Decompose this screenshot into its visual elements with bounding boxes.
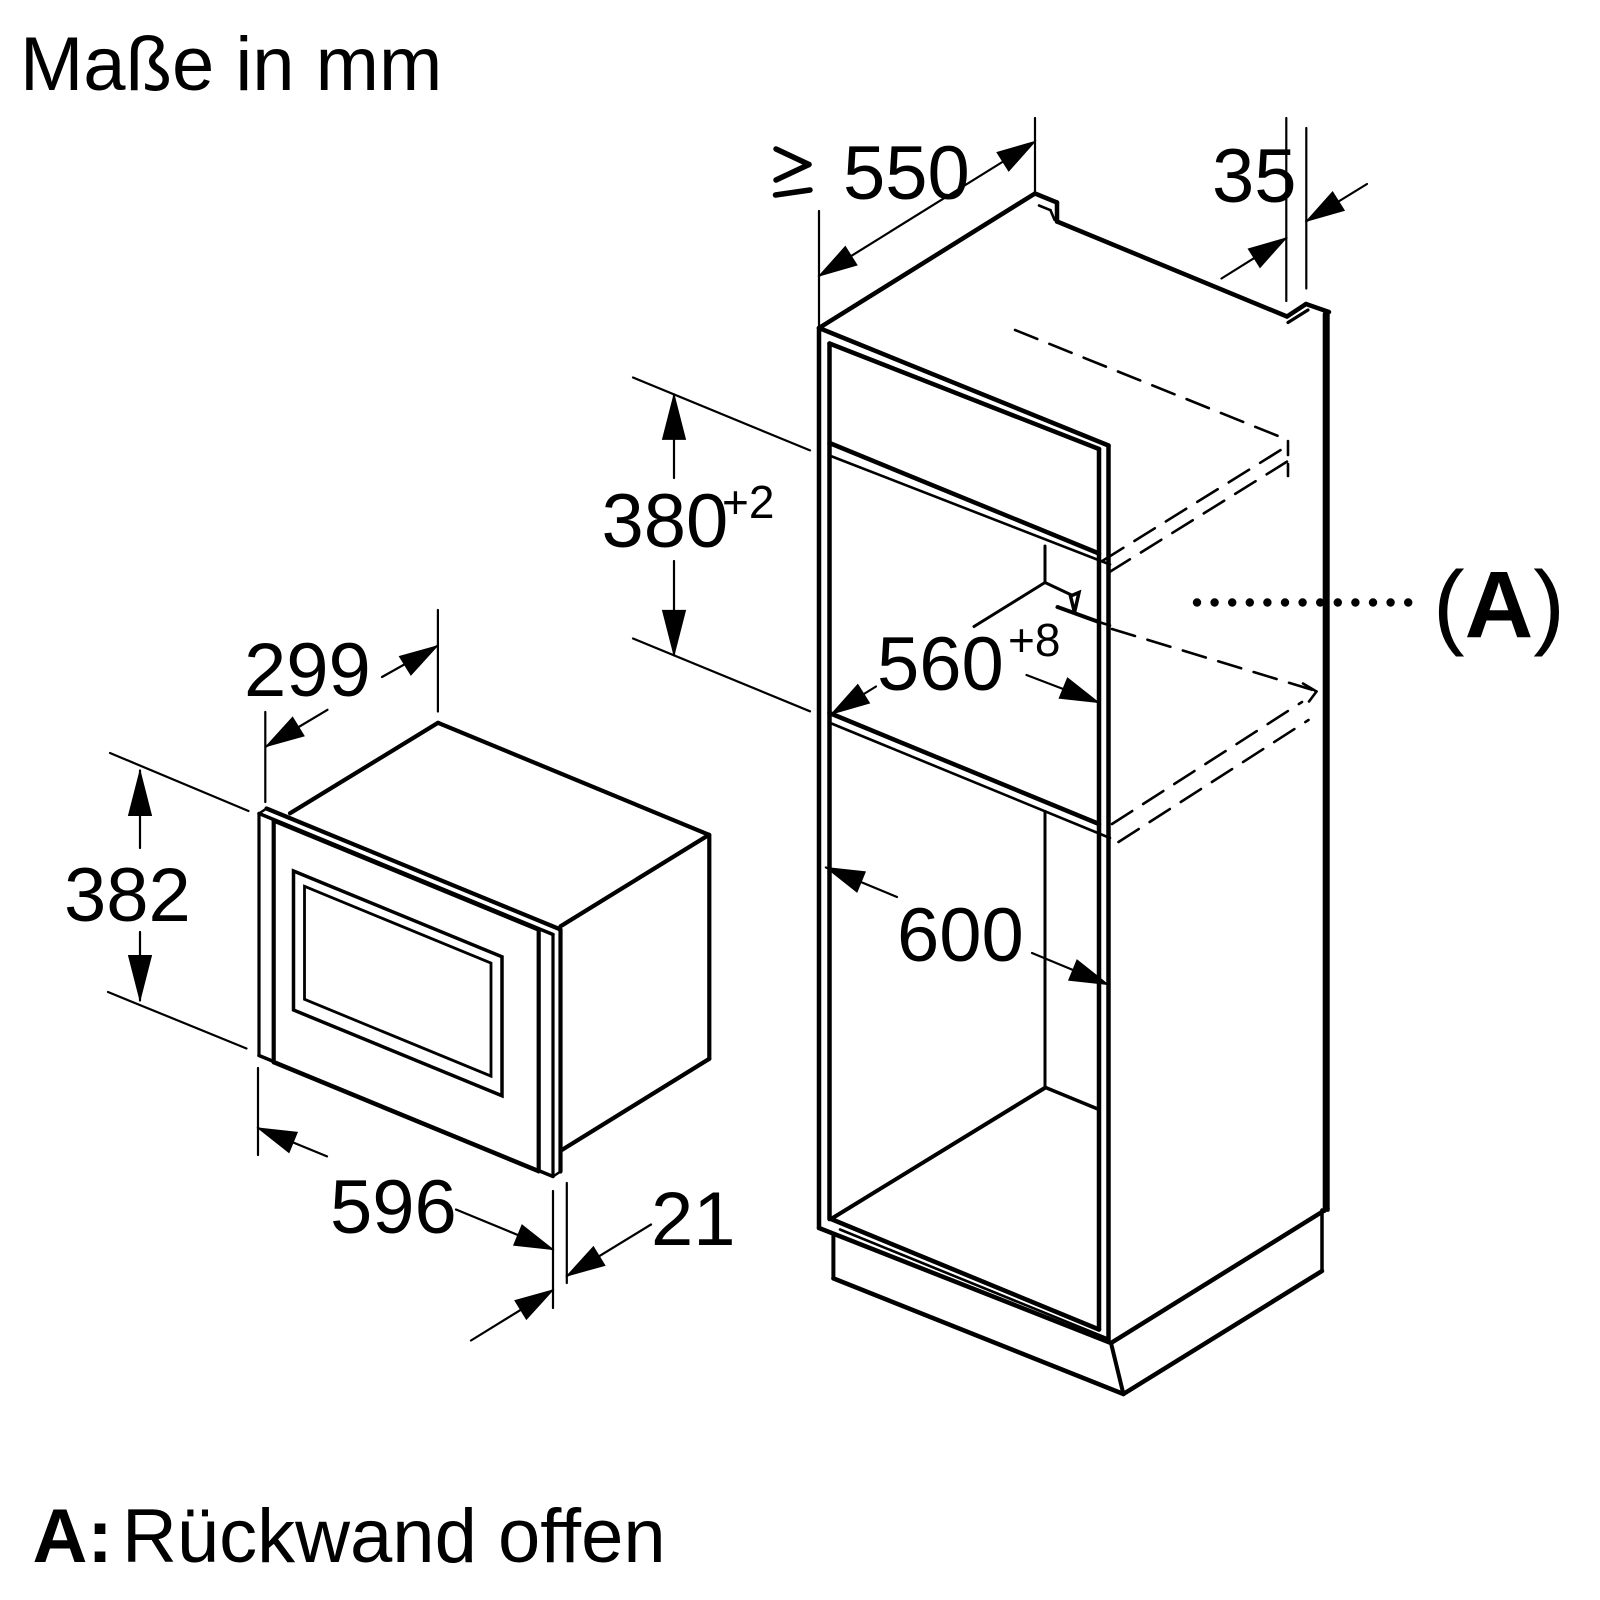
svg-text:): ) [1533,552,1565,658]
svg-text:596: 596 [330,1165,457,1250]
svg-text:380: 380 [602,479,729,564]
svg-text:21: 21 [651,1177,736,1262]
svg-text:A: A [1465,552,1534,658]
svg-text:299: 299 [244,628,371,713]
svg-text:A:: A: [33,1494,113,1579]
svg-text:(: ( [1433,552,1465,658]
svg-text:Rückwand offen: Rückwand offen [122,1494,666,1579]
svg-text:382: 382 [64,853,191,938]
svg-text:600: 600 [897,893,1024,978]
svg-text:Maße in mm: Maße in mm [20,22,442,107]
svg-text:550: 550 [843,131,970,216]
svg-text:560: 560 [877,622,1004,707]
svg-text:+8: +8 [1008,614,1060,666]
svg-text:35: 35 [1212,134,1297,219]
svg-text:+2: +2 [722,476,774,528]
